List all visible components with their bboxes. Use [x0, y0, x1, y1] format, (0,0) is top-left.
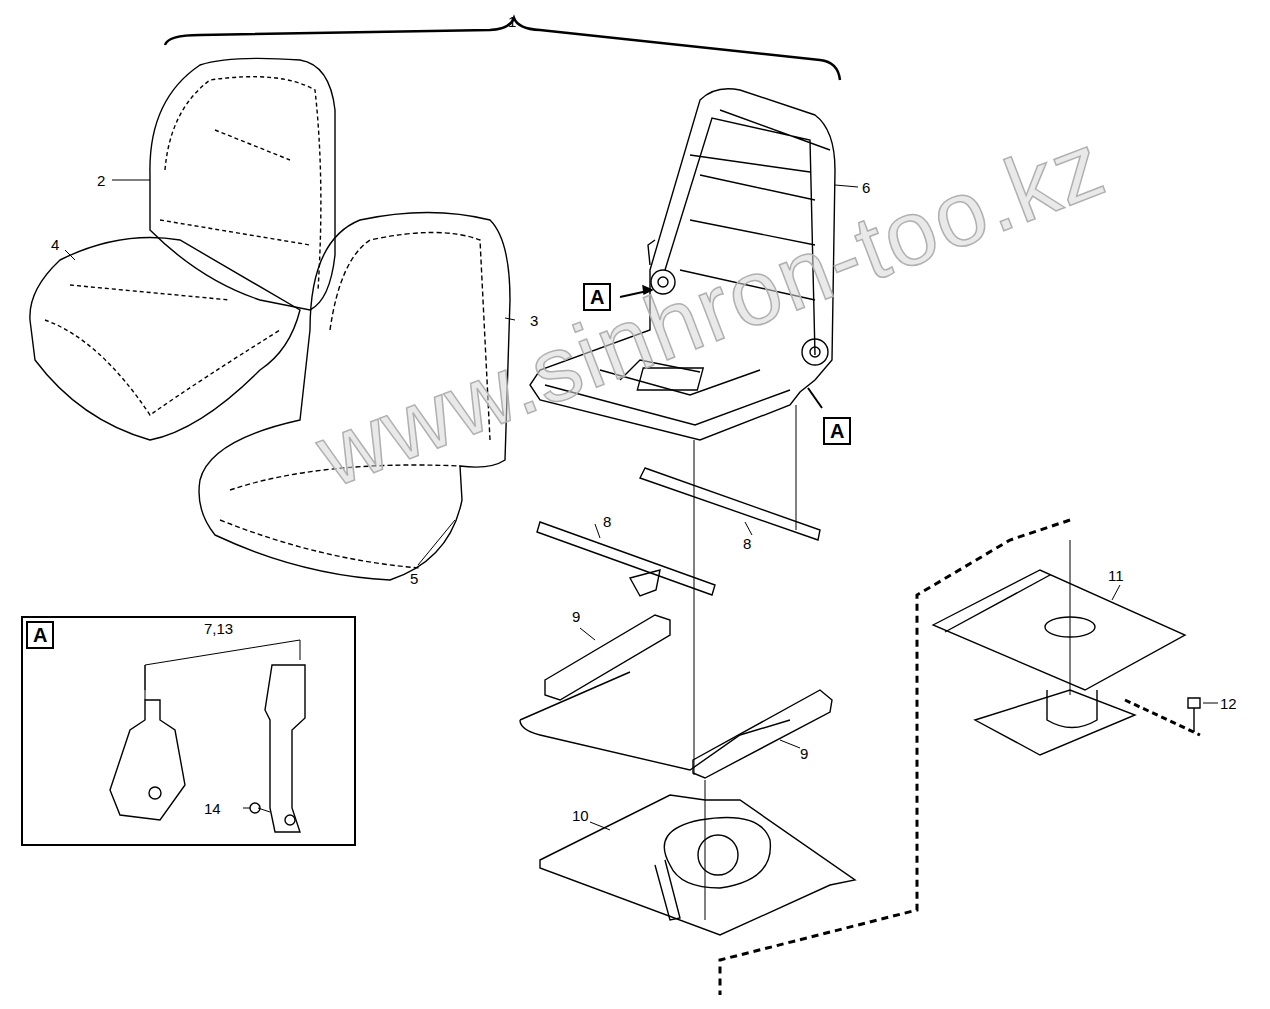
- callout-number: 12: [1220, 696, 1237, 711]
- view-marker: A: [823, 417, 851, 445]
- callout-number: 9: [800, 746, 808, 761]
- callout-number: 7,13: [204, 621, 233, 636]
- callout-number: 2: [97, 173, 105, 188]
- callout-number: 9: [572, 609, 580, 624]
- view-marker: A: [26, 621, 54, 649]
- callout-number: 8: [743, 536, 751, 551]
- watermark: www.sinhron-too.kz: [306, 116, 1117, 501]
- callout-number: 14: [204, 801, 221, 816]
- callout-number: 10: [572, 808, 589, 823]
- callout-number: 11: [1108, 568, 1124, 583]
- callout-number: 1: [508, 14, 516, 29]
- callout-number: 8: [603, 514, 611, 529]
- callout-number: 4: [51, 237, 59, 252]
- callout-number: 6: [862, 180, 870, 195]
- callout-number: 5: [410, 571, 418, 586]
